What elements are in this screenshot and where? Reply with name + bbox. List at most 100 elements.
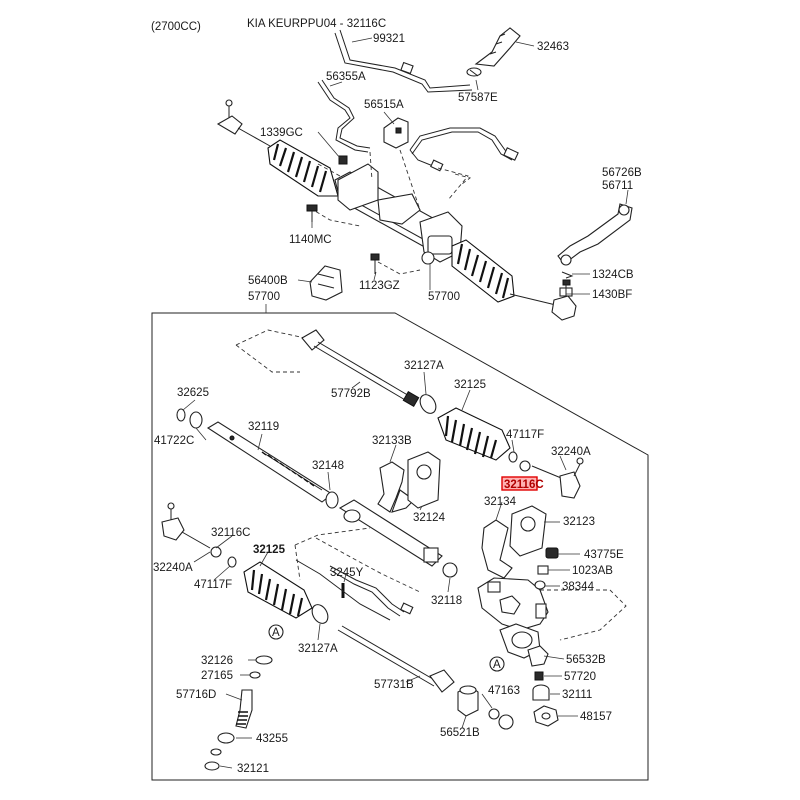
callout-57700-frame[interactable]: 57700: [248, 291, 280, 303]
bearing-43255[interactable]: [217, 732, 235, 744]
bracket-32124[interactable]: [407, 451, 441, 509]
callout-57720[interactable]: 57720: [564, 671, 596, 683]
callout-57587E[interactable]: 57587E: [458, 92, 498, 104]
bolt-1140MC[interactable]: [306, 204, 318, 222]
plug-43775E[interactable]: [545, 547, 559, 559]
cotter-pin-1324CB[interactable]: [561, 271, 574, 279]
callout-32134[interactable]: 32134: [484, 496, 517, 508]
housing-tube-center[interactable]: [338, 499, 443, 567]
callout-32111[interactable]: 32111: [562, 689, 592, 701]
cap-32111[interactable]: [532, 684, 550, 701]
callout-57731B[interactable]: 57731B: [374, 679, 414, 691]
washer-47117F-left[interactable]: [227, 556, 237, 568]
callout-32125-left[interactable]: 32125: [253, 544, 286, 556]
callout-56521B[interactable]: 56521B: [440, 727, 480, 739]
callout-32127A-bottom[interactable]: 32127A: [298, 643, 338, 655]
pinion-shaft-57716D[interactable]: [235, 689, 253, 729]
return-tube-56355A[interactable]: [317, 79, 371, 153]
ring-32121[interactable]: [204, 761, 220, 771]
callout-3245Y[interactable]: 3245Y: [330, 567, 364, 579]
callout-32116C-left[interactable]: 32116C: [211, 527, 250, 539]
pinion-valve-assembly[interactable]: [477, 577, 549, 659]
callout-32124[interactable]: 32124: [413, 512, 446, 524]
callout-27165[interactable]: 27165: [201, 670, 233, 682]
o-ring-32127A-top[interactable]: [417, 392, 439, 416]
callout-57792B[interactable]: 57792B: [331, 388, 371, 400]
rack-shaft-57792B[interactable]: [301, 329, 420, 408]
callout-43255[interactable]: 43255: [256, 733, 288, 745]
seal-32126[interactable]: [255, 655, 273, 665]
callout-41722C[interactable]: 41722C: [154, 435, 194, 447]
callout-32116C-highlighted[interactable]: 32116C: [504, 479, 544, 491]
callout-32240A-left[interactable]: 32240A: [153, 562, 193, 574]
callout-32133B[interactable]: 32133B: [372, 435, 412, 447]
nut-1430BF[interactable]: [559, 287, 573, 297]
bracket-32123[interactable]: [509, 505, 547, 557]
callout-32127A-top[interactable]: 32127A: [404, 360, 444, 372]
o-ring-41722C[interactable]: [189, 411, 203, 429]
pipe-3245Y[interactable]: [295, 559, 414, 621]
bracket-56515A[interactable]: [383, 117, 409, 149]
callout-43775E[interactable]: 43775E: [584, 549, 624, 561]
tie-rod-end-32240A-left[interactable]: [161, 502, 211, 549]
washer-47117F-top[interactable]: [508, 451, 518, 463]
callout-47117F-top[interactable]: 47117F: [506, 429, 544, 441]
callout-32148[interactable]: 32148: [312, 460, 344, 472]
callout-56355A[interactable]: 56355A: [326, 71, 366, 83]
callout-48157[interactable]: 48157: [580, 711, 612, 723]
clamp-32133B[interactable]: [377, 461, 415, 513]
seal-32148[interactable]: [325, 491, 339, 509]
o-ring-32118[interactable]: [442, 562, 458, 578]
callout-32118[interactable]: 32118: [431, 595, 462, 607]
bearing-27165[interactable]: [249, 671, 261, 679]
callout-57700-top[interactable]: 57700: [428, 291, 460, 303]
o-ring-32127A-bottom[interactable]: [309, 602, 331, 626]
bolt-1123GZ[interactable]: [370, 253, 380, 274]
hose-clamp-57587E[interactable]: [466, 67, 482, 77]
callout-56726B[interactable]: 56726B: [602, 167, 642, 179]
seal-47163[interactable]: [488, 708, 514, 730]
callout-99321[interactable]: 99321: [373, 33, 405, 45]
nut-32116C-highlighted[interactable]: [501, 460, 538, 491]
callout-32625[interactable]: 32625: [177, 387, 209, 399]
steering-gear-assembly-57700[interactable]: [216, 99, 577, 321]
callout-56711[interactable]: 56711: [602, 180, 633, 192]
pressure-hose-99321[interactable]: [334, 29, 473, 93]
callout-1140MC[interactable]: 1140MC: [289, 234, 332, 246]
callout-47117F-left[interactable]: 47117F: [194, 579, 232, 591]
callout-1339GC[interactable]: 1339GC: [260, 127, 303, 139]
idler-arm-56726B[interactable]: [557, 203, 633, 266]
callout-1430BF[interactable]: 1430BF: [592, 289, 632, 301]
callout-56532B[interactable]: 56532B: [566, 654, 606, 666]
ring-32121-a[interactable]: [210, 748, 222, 756]
callout-56400B[interactable]: 56400B: [248, 275, 288, 287]
return-hose-32463[interactable]: [474, 27, 521, 67]
bolt-1339GC[interactable]: [338, 155, 348, 165]
callout-1123GZ[interactable]: 1123GZ: [359, 280, 400, 292]
callout-56515A[interactable]: 56515A: [364, 99, 404, 111]
cap-56532B[interactable]: [527, 645, 549, 667]
callout-32126[interactable]: 32126: [201, 655, 233, 667]
callout-32123[interactable]: 32123: [563, 516, 595, 528]
cylinder-tube-32119[interactable]: [206, 421, 333, 503]
seal-38344[interactable]: [534, 580, 546, 590]
callout-32240A-top[interactable]: 32240A: [551, 446, 591, 458]
callout-38344[interactable]: 38344: [562, 581, 595, 593]
clamp-32134[interactable]: [481, 519, 513, 579]
callout-1023AB[interactable]: 1023AB: [572, 565, 613, 577]
bolt-1023AB[interactable]: [537, 565, 549, 575]
locknut-48157[interactable]: [533, 705, 559, 727]
bracket-56400B[interactable]: [309, 265, 343, 301]
callout-32463[interactable]: 32463: [537, 41, 569, 53]
callout-1324CB[interactable]: 1324CB: [592, 269, 634, 281]
ring-32625[interactable]: [176, 408, 186, 422]
callout-32121[interactable]: 32121: [237, 763, 269, 775]
feed-tube[interactable]: [409, 127, 519, 172]
callout-32125-top[interactable]: 32125: [454, 379, 486, 391]
nut-32116C-left[interactable]: [210, 546, 222, 558]
bolt-57720[interactable]: [534, 671, 544, 681]
bushing-56521B[interactable]: [457, 685, 479, 717]
callout-32119[interactable]: 32119: [248, 421, 279, 433]
bellows-boot-32125[interactable]: [437, 407, 511, 461]
tie-rod-end-32240A-right[interactable]: [531, 457, 584, 499]
